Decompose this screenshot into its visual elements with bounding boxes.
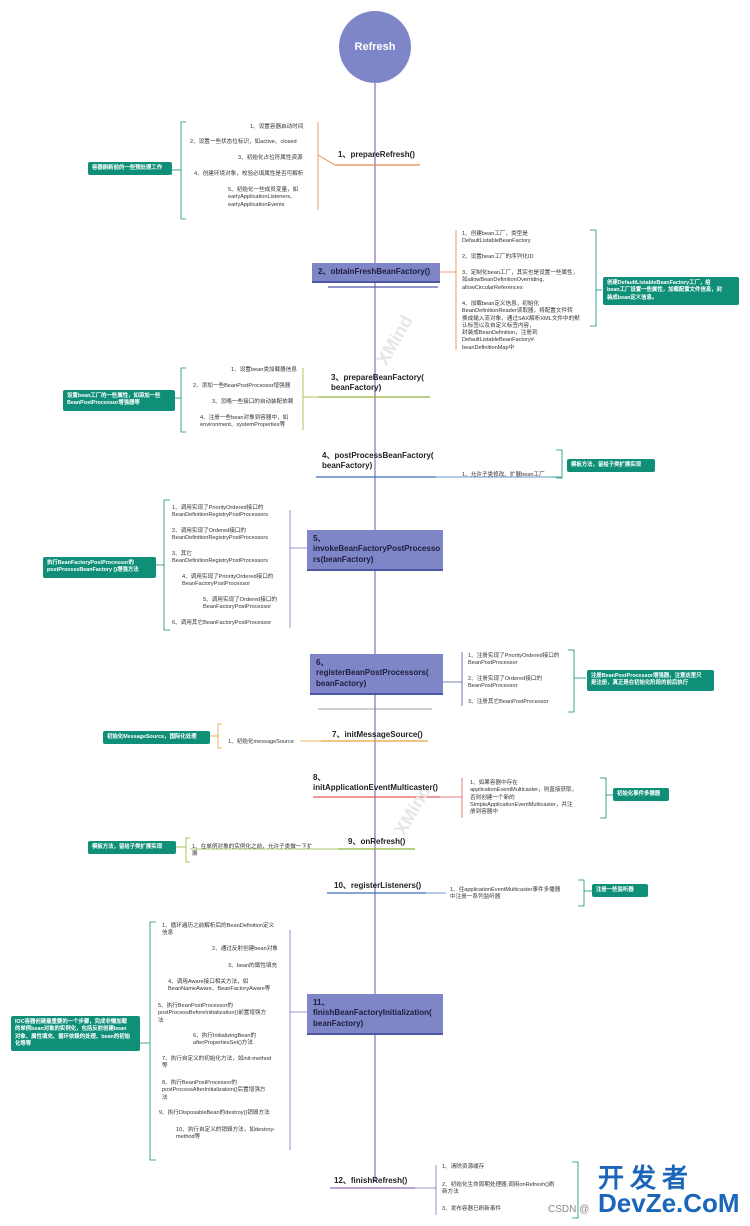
step-1-prepare-refresh[interactable]: 1、prepareRefresh() [338, 150, 415, 159]
step-11-item-10: 10、执行自定义的销毁方法，如destroy- method等 [176, 1127, 276, 1141]
step-9-on-refresh[interactable]: 9、onRefresh() [348, 837, 406, 846]
step-5-item-3: 3、其它 BeanDefinitionRegistryPostProcessor… [172, 551, 269, 565]
step-1-item-3: 3、初始化占位符属性资源 [238, 155, 303, 161]
step-10-summary: 注册一些监听器 [592, 884, 648, 898]
step-10-register-listeners[interactable]: 10、registerListeners() [334, 881, 422, 890]
step-2-obtain-fresh-bean-factory[interactable]: 2、obtainFreshBeanFactory() [312, 263, 440, 284]
step-5-item-5: 5、调用实现了Ordered接口的 BeanFactoryPostProcess… [203, 597, 277, 611]
step-1-item-1: 1、设置容器启动时间 [250, 124, 304, 130]
step-3-item-4: 4、注册一些bean对象到容器中，如 environment、systemPro… [200, 415, 289, 429]
step-11-item-9: 9、执行DisposableBean的destroy()销毁方法 [159, 1110, 270, 1116]
step-8-item-1: 1、如果容器中存在 applicationEventMulticaster，则直… [470, 780, 578, 816]
step-12-finish-refresh[interactable]: 12、finishRefresh() [334, 1176, 408, 1185]
step-8-summary: 初始化事件多播器 [613, 788, 669, 802]
logo-text-en: DevZe.CoM [598, 1188, 740, 1218]
step-11-item-7: 7、执行自定义的初始化方法，如init-method 等 [162, 1056, 272, 1070]
step-3-summary: 设置bean工厂的一些属性，如添加一些 BeanPostProcessor增强器… [63, 390, 175, 411]
logo-text-cn: 开发者 [598, 1163, 695, 1193]
step-3-prepare-bean-factory[interactable]: 3、prepareBeanFactory( beanFactory) [331, 373, 424, 393]
step-11-item-4: 4、调用Aware接口相关方法，如 BeanNameAware、BeanFact… [168, 979, 271, 993]
step-4-item-1: 1、允许子类修改、扩展bean工厂 [462, 472, 545, 478]
step-1-item-4: 4、创建环境对象，校验必填属性是否可解析 [194, 171, 304, 177]
step-11-item-8: 8、执行BeanPostProcessor的 postProcessAfterI… [162, 1080, 266, 1101]
step-9-item-1: 1、在单例对象的实例化之前，允许子类做一下扩 展 [192, 844, 313, 858]
step-3-item-3: 3、忽略一些接口的自动装配依赖 [212, 399, 294, 405]
step-11-summary: IOC容器创建最重要的一个步骤，完成非懒加载 的单例bean对象的实例化，包括反… [11, 1016, 140, 1052]
step-12-item-2: 2、初始化生命周期处理器,调用onRefresh()刷 新方法 [442, 1182, 555, 1196]
step-2-item-1: 1、创建bean工厂，类型是 DefaultListableBeanFactor… [462, 231, 531, 245]
step-6-summary: 注册BeanPostProcessor增强器，注意这里只 是注册，真正是在初始化… [587, 670, 714, 691]
step-2-item-2: 2、设置bean工厂的序列化ID [462, 254, 534, 260]
step-6-item-2: 2、注册实现了Ordered接口的 BeanPostProcessor [468, 676, 542, 690]
step-5-item-4: 4、调用实现了PriorityOrdered接口的 BeanFactoryPos… [182, 574, 274, 588]
step-5-item-2: 2、调用实现了Ordered接口的 BeanDefinitionRegistry… [172, 528, 269, 542]
step-12-item-1: 1、清除资源缓存 [442, 1164, 485, 1170]
step-3-item-1: 1、设置bean类加载器信息 [231, 367, 297, 373]
site-logo: 开发者 DevZe.CoM [592, 1156, 742, 1222]
step-11-finish-bean-factory-initialization[interactable]: 11、 finishBeanFactoryInitialization( bea… [307, 994, 443, 1036]
step-11-item-5: 5、执行BeanPostProcessor的 postProcessBefore… [158, 1003, 267, 1024]
step-4-summary: 模板方法，留给子类扩展实现 [567, 459, 655, 473]
step-12-item-3: 3、发布容器已刷新事件 [442, 1206, 502, 1212]
root-node[interactable]: Refresh [339, 11, 411, 83]
step-7-item-1: 1、初始化messageSource [228, 739, 294, 745]
credit-text: CSDN @ [548, 1204, 590, 1215]
step-1-item-5: 5、初始化一些成员变量，如 earlyApplicationListeners、… [228, 187, 299, 208]
step-11-item-6: 6、执行InitializingBean的 afterPropertiesSet… [193, 1033, 257, 1047]
step-2-item-4: 4、加载bean定义信息，初始化 BeanDefinitionReader读取器… [462, 301, 580, 351]
step-11-item-3: 3、bean的属性填充 [228, 963, 278, 969]
step-10-item-1: 1、往applicationEventMulticaster事件多播器 中注册一… [450, 887, 561, 901]
step-1-summary: 容器刷新前的一些预处理工作 [88, 162, 172, 176]
step-9-summary: 模板方法，留给子类扩展实现 [88, 841, 176, 855]
step-6-item-3: 3、注册其它BeanPostProcessor [468, 699, 549, 705]
step-2-summary: 创建DefaultListableBeanFactory工厂，给 bean工厂设… [603, 277, 739, 305]
step-7-init-message-source[interactable]: 7、initMessageSource() [332, 730, 423, 739]
step-6-register-bean-post-processors[interactable]: 6、registerBeanPostProcessors( beanFactor… [310, 654, 443, 696]
step-3-item-2: 2、添加一些BeanPostProcessor增强器 [193, 383, 291, 389]
step-4-post-process-bean-factory[interactable]: 4、postProcessBeanFactory( beanFactory) [322, 451, 434, 471]
step-5-summary: 执行BeanFactoryPostProcessor的 postProcessB… [43, 557, 156, 578]
step-5-item-1: 1、调用实现了PriorityOrdered接口的 BeanDefinition… [172, 505, 269, 519]
step-1-item-2: 2、设置一些状态位标识，如active、closed [190, 139, 297, 145]
step-8-init-application-event-multicaster[interactable]: 8、 initApplicationEventMulticaster() [313, 773, 438, 793]
step-11-item-2: 2、通过反射创建bean对象 [212, 946, 278, 952]
step-5-item-6: 6、调用其它BeanFactoryPostProcessor [172, 620, 272, 626]
step-5-invoke-bean-factory-post-processors[interactable]: 5、 invokeBeanFactoryPostProcesso rs(bean… [307, 530, 443, 572]
step-7-summary: 初始化MessageSource，国际化处理 [103, 731, 210, 745]
step-11-item-1: 1、循环遍历之前解析后的BeanDefinition定义 信息 [162, 923, 275, 937]
step-6-item-1: 1、注册实现了PriorityOrdered接口的 BeanPostProces… [468, 653, 560, 667]
step-2-item-3: 3、定制化bean工厂，其实也是设置一些属性， 如allowBeanDefini… [462, 270, 579, 291]
